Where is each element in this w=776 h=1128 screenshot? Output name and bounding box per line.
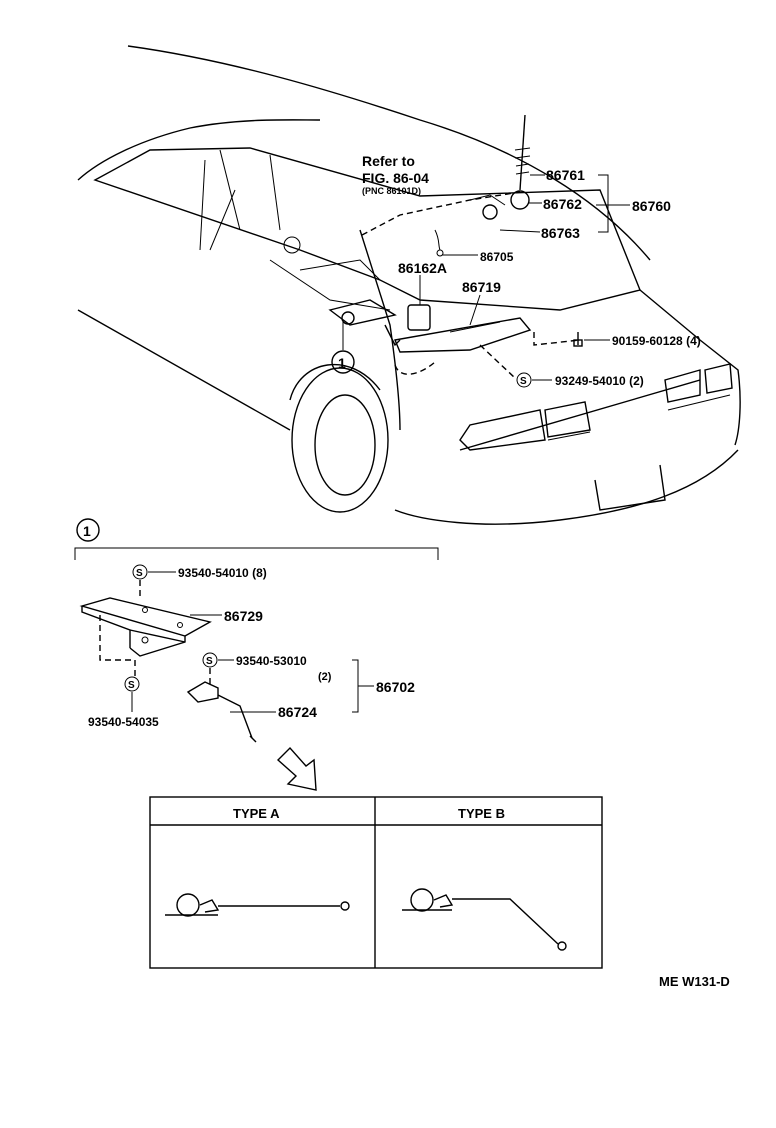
svg-text:S: S [520, 376, 527, 387]
part-86702-label: 86702 [376, 679, 415, 695]
part-93540-53010-label: 93540-53010 [236, 654, 307, 668]
s-symbol-icon: S [124, 676, 140, 692]
part-93540-54010-label: 93540-54010 (8) [178, 566, 267, 580]
s-symbol-icon: S [202, 652, 218, 668]
type-a-header: TYPE A [233, 806, 280, 821]
diagram-code: ME W131-D [659, 974, 730, 989]
type-b-header: TYPE B [458, 806, 505, 821]
part-86724-label: 86724 [278, 704, 317, 720]
refer-pnc-label: (PNC 86101D) [362, 186, 421, 196]
detail-marker-1: 1 [76, 518, 100, 542]
part-86719-label: 86719 [462, 279, 501, 295]
s-symbol-icon: S [516, 372, 532, 388]
part-86705-label: 86705 [480, 250, 514, 264]
part-86760-label: 86760 [632, 198, 671, 214]
arrow-down-icon [276, 746, 317, 791]
part-86763-label: 86763 [541, 225, 580, 241]
detail-section: 1 S 93540-54010 (8) 86729 S 93540-54035 [74, 518, 439, 791]
part-93249-label: 93249-54010 (2) [555, 374, 644, 388]
refer-fig-label: FIG. 86-04 [362, 170, 429, 186]
svg-text:1: 1 [338, 355, 346, 371]
callout-leaders [342, 174, 630, 381]
refer-to-label: Refer to [362, 153, 415, 169]
callout-labels: Refer to FIG. 86-04 (PNC 86101D) 86761 8… [331, 153, 701, 388]
svg-text:S: S [128, 680, 135, 691]
qty-2-label: (2) [318, 671, 332, 683]
part-86162a-label: 86162A [398, 260, 447, 276]
s-symbol-icon: S [132, 564, 148, 580]
svg-text:1: 1 [83, 523, 91, 539]
part-86761-label: 86761 [546, 167, 585, 183]
type-table: TYPE A TYPE B [149, 796, 603, 969]
part-93540-54035-label: 93540-54035 [88, 715, 159, 729]
car-illustration [77, 45, 741, 525]
svg-text:S: S [206, 656, 213, 667]
part-90159-label: 90159-60128 (4) [612, 334, 701, 348]
type-b-lamp [402, 888, 567, 951]
circle-marker-1: 1 [331, 350, 355, 374]
part-86729-label: 86729 [224, 608, 263, 624]
type-a-lamp [165, 893, 350, 917]
part-86762-label: 86762 [543, 196, 582, 212]
svg-text:S: S [136, 568, 143, 579]
